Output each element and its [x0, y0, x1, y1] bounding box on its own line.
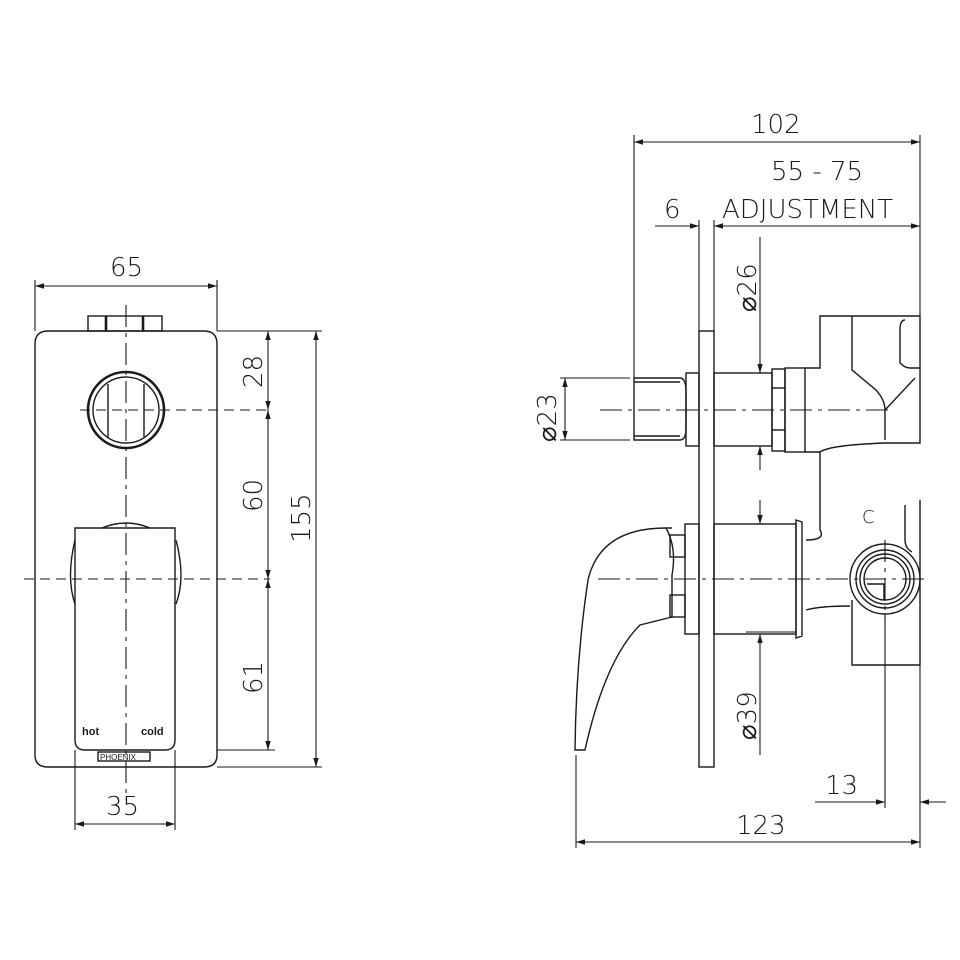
dim-61: 61 [239, 661, 269, 694]
dim-102: 102 [751, 110, 801, 140]
dim-155: 155 [287, 493, 317, 543]
side-plate [698, 330, 715, 768]
dim-dia-39: ⌀39 [733, 500, 763, 755]
dim-28: 28 [239, 355, 269, 388]
lever-assembly [574, 519, 803, 751]
dim-65: 65 [110, 253, 143, 283]
port-label-c: C [862, 507, 875, 528]
dim-overall-depth: 102 [633, 110, 921, 378]
dim-39: ⌀39 [733, 691, 763, 740]
dim-123: 123 [736, 811, 786, 841]
label-cold: cold [141, 726, 164, 738]
dim-adjustment: 55 - 75 ADJUSTMENT 6 [655, 157, 920, 331]
dim-plate-width: 65 [34, 253, 218, 331]
valve-body: C [805, 315, 921, 666]
dim-26: ⌀26 [733, 263, 763, 312]
front-view: hot cold PHOENIX 65 28 60 61 1 [24, 253, 322, 830]
dim-lever-width: 35 [74, 750, 176, 830]
dim-adjustment-range: 55 - 75 [771, 157, 863, 187]
label-hot: hot [82, 726, 99, 738]
dim-adjustment-label: ADJUSTMENT [722, 195, 893, 225]
dim-6: 6 [664, 195, 681, 225]
dim-vertical-chain: 28 60 61 155 [217, 330, 322, 768]
dim-overall-length: 123 [575, 755, 920, 848]
side-view: C 102 [533, 110, 946, 848]
dim-60: 60 [239, 479, 269, 512]
dim-13: 13 [825, 771, 858, 801]
cover-plate [34, 330, 218, 768]
top-tabs [87, 315, 163, 332]
dim-23: ⌀23 [533, 393, 563, 442]
dim-dia-26: ⌀26 [733, 237, 763, 470]
dim-dia-23: ⌀23 [533, 377, 630, 442]
brand-label: PHOENIX [100, 753, 137, 762]
dim-outlet-offset: 13 [815, 614, 946, 848]
dim-35: 35 [106, 792, 139, 822]
